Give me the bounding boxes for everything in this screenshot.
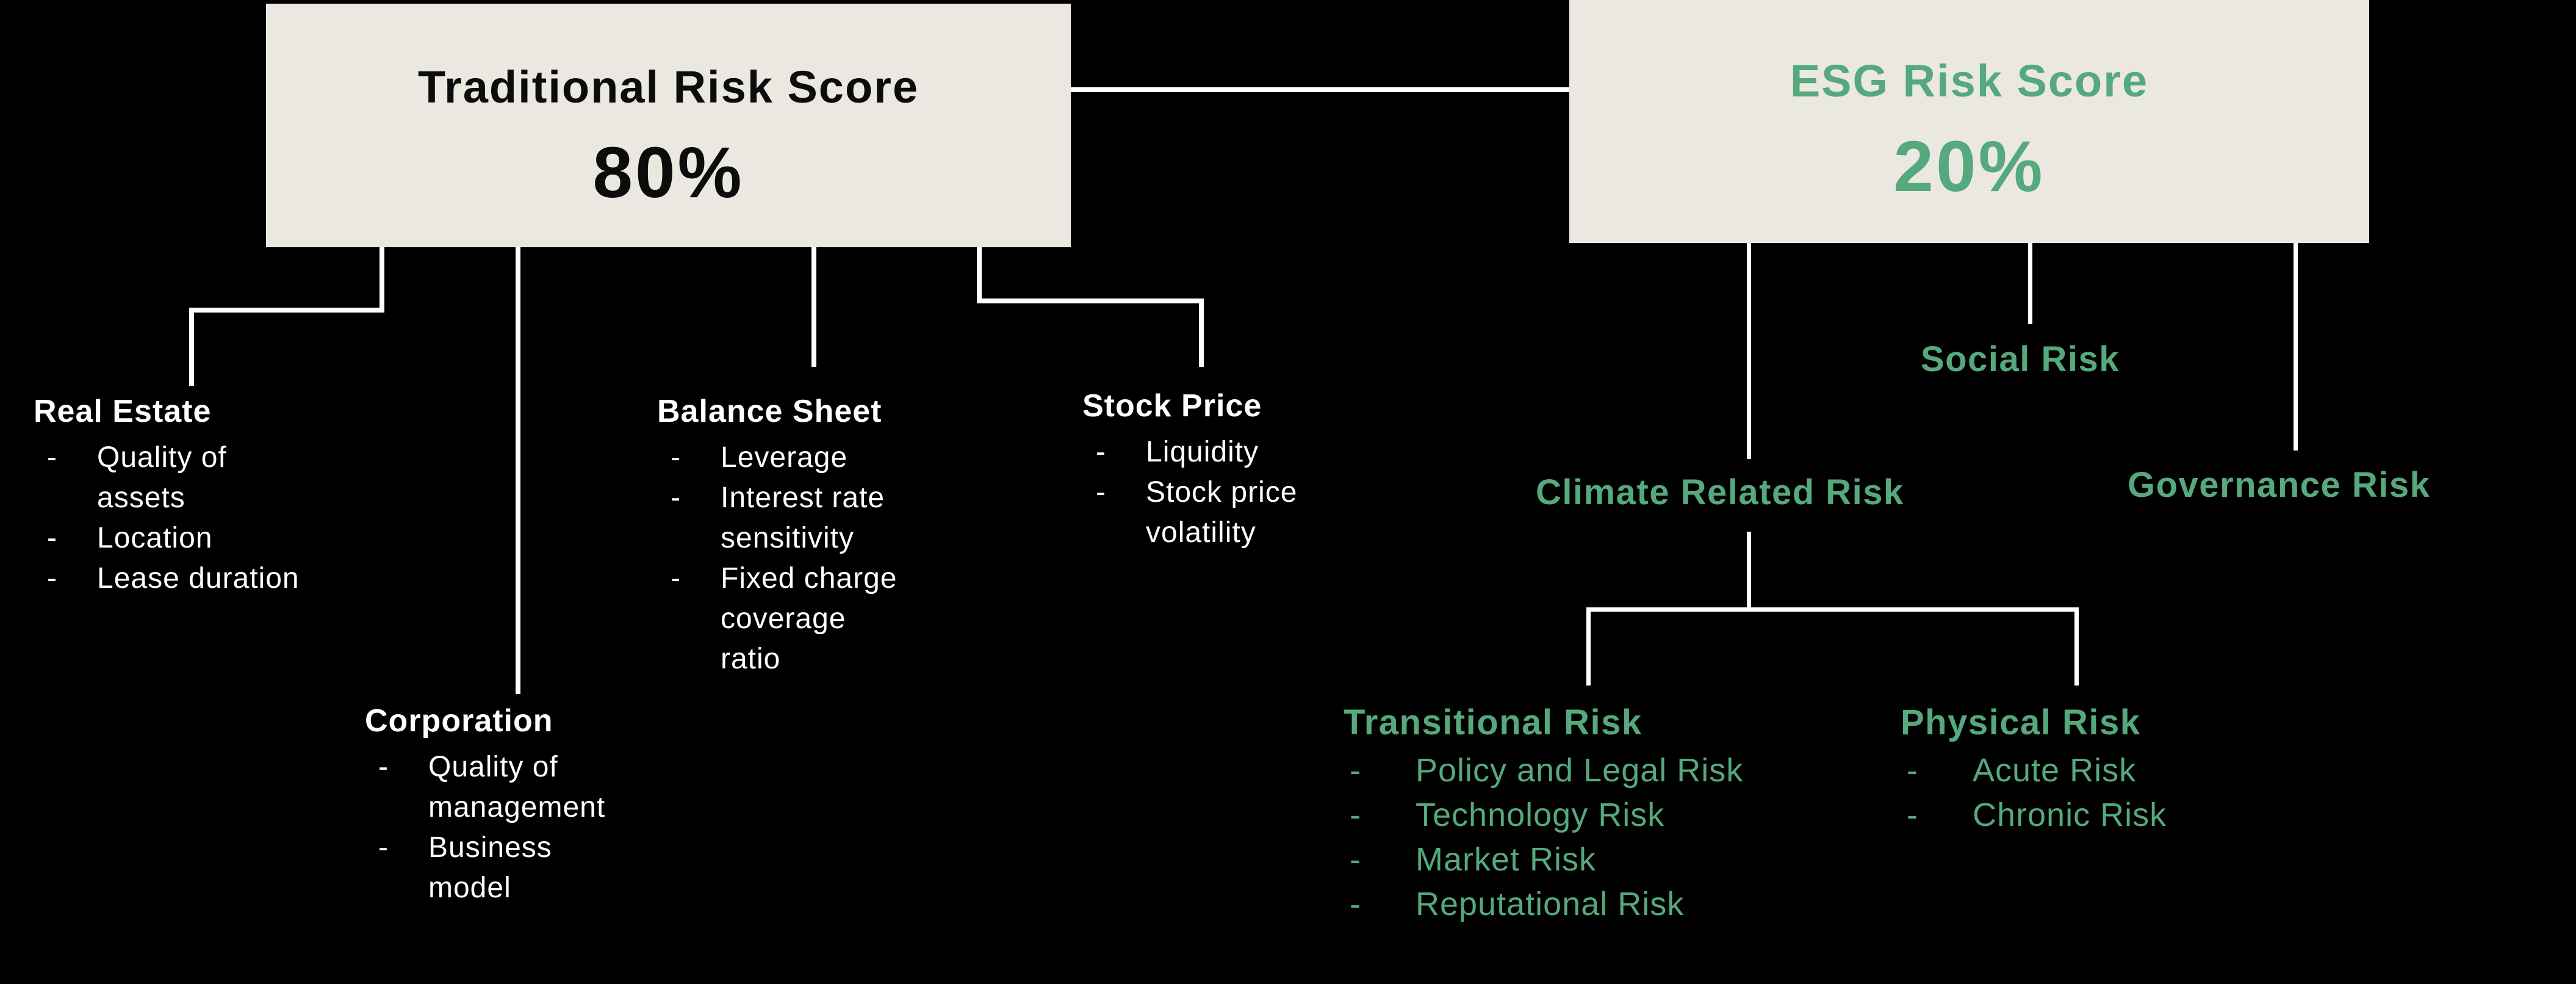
list-item: - Quality of assets <box>34 438 412 518</box>
corporation-heading: Corporation <box>365 703 553 739</box>
real-estate-group: Real Estate - Quality of assets - Locati… <box>34 394 412 599</box>
connector-real-estate-stem <box>189 308 194 386</box>
list-item: - Liquidity <box>1082 432 1473 472</box>
connector-balance-sheet-stem <box>811 247 816 367</box>
item-text: Reputational Risk <box>1416 886 1685 922</box>
item-text: Stock price volatility <box>1146 476 1298 549</box>
balance-sheet-items: - Leverage - Interest rate sensitivity -… <box>657 438 1060 679</box>
list-item: - Technology Risk <box>1344 793 1917 837</box>
dash-bullet: - <box>1907 797 1918 833</box>
list-item: - Business model <box>365 828 755 908</box>
dash-bullet: - <box>671 441 680 474</box>
item-text: Policy and Legal Risk <box>1416 752 1744 789</box>
connector-between-boxes <box>1071 87 1569 92</box>
list-item: - Fixed charge coverage ratio <box>657 559 1060 679</box>
item-text: Lease duration <box>97 562 300 595</box>
connector-corporation-stem <box>516 247 520 694</box>
list-item: - Chronic Risk <box>1901 793 2340 837</box>
connector-stock-price-elbow <box>977 298 1204 303</box>
stock-price-heading: Stock Price <box>1082 388 1262 424</box>
item-text: Chronic Risk <box>1973 797 2167 833</box>
transitional-risk-items: - Policy and Legal Risk - Technology Ris… <box>1344 748 1917 927</box>
list-item: - Location <box>34 518 412 559</box>
dash-bullet: - <box>47 441 57 474</box>
dash-bullet: - <box>1907 752 1918 789</box>
dash-bullet: - <box>671 482 680 514</box>
transitional-risk-group: Transitional Risk - Policy and Legal Ris… <box>1344 703 1917 927</box>
physical-risk-group: Physical Risk - Acute Risk - Chronic Ris… <box>1901 703 2340 837</box>
real-estate-heading: Real Estate <box>34 394 212 429</box>
list-item: - Market Risk <box>1344 837 1917 882</box>
corporation-group: Corporation - Quality of management - Bu… <box>365 703 755 908</box>
list-item: - Policy and Legal Risk <box>1344 748 1917 793</box>
connector-transitional-stem <box>1586 607 1591 686</box>
corporation-items: - Quality of management - Business model <box>365 747 755 908</box>
connector-climate-branch-bar <box>1586 607 2079 612</box>
dash-bullet: - <box>1350 841 1361 878</box>
dash-bullet: - <box>47 522 57 554</box>
dash-bullet: - <box>671 562 680 595</box>
connector-social-stem <box>2028 243 2032 324</box>
dash-bullet: - <box>1350 886 1361 922</box>
connector-stock-price-drop <box>977 247 982 303</box>
traditional-risk-box: Traditional Risk Score 80% <box>266 4 1071 247</box>
item-text: Quality of assets <box>97 441 227 514</box>
connector-real-estate-drop <box>380 247 384 311</box>
governance-risk-label: Governance Risk <box>2128 465 2431 505</box>
item-text: Quality of management <box>428 751 606 823</box>
item-text: Interest rate sensitivity <box>721 482 885 554</box>
item-text: Business model <box>428 831 552 904</box>
esg-risk-box: ESG Risk Score 20% <box>1569 0 2369 243</box>
dash-bullet: - <box>378 751 388 783</box>
climate-related-risk-label: Climate Related Risk <box>1536 472 1904 512</box>
traditional-risk-title: Traditional Risk Score <box>417 62 919 112</box>
balance-sheet-group: Balance Sheet - Leverage - Interest rate… <box>657 394 1060 679</box>
item-text: Location <box>97 522 213 554</box>
connector-real-estate-elbow <box>189 308 384 313</box>
transitional-risk-heading: Transitional Risk <box>1344 703 1642 742</box>
physical-risk-items: - Acute Risk - Chronic Risk <box>1901 748 2340 837</box>
list-item: - Reputational Risk <box>1344 882 1917 927</box>
connector-stock-price-stem <box>1199 298 1204 367</box>
esg-risk-value: 20% <box>1893 126 2045 207</box>
list-item: - Leverage <box>657 438 1060 478</box>
stock-price-items: - Liquidity - Stock price volatility <box>1082 432 1473 553</box>
social-risk-label: Social Risk <box>1921 339 2120 379</box>
dash-bullet: - <box>47 562 57 595</box>
list-item: - Lease duration <box>34 559 412 599</box>
connector-climate-lower-stem <box>1747 532 1751 609</box>
list-item: - Acute Risk <box>1901 748 2340 793</box>
dash-bullet: - <box>1350 752 1361 789</box>
item-text: Fixed charge coverage ratio <box>721 562 898 675</box>
list-item: - Stock price volatility <box>1082 472 1473 553</box>
connector-climate-stem <box>1747 243 1751 459</box>
item-text: Technology Risk <box>1416 797 1665 833</box>
item-text: Market Risk <box>1416 841 1597 878</box>
stock-price-group: Stock Price - Liquidity - Stock price vo… <box>1082 388 1473 553</box>
dash-bullet: - <box>1096 476 1106 508</box>
dash-bullet: - <box>1096 436 1106 468</box>
dash-bullet: - <box>378 831 388 864</box>
dash-bullet: - <box>1350 797 1361 833</box>
list-item: - Interest rate sensitivity <box>657 478 1060 559</box>
list-item: - Quality of management <box>365 747 755 828</box>
real-estate-items: - Quality of assets - Location - Lease d… <box>34 438 412 599</box>
connector-physical-stem <box>2074 607 2079 686</box>
item-text: Acute Risk <box>1973 752 2137 789</box>
item-text: Liquidity <box>1146 436 1259 468</box>
connector-governance-stem <box>2294 243 2298 450</box>
esg-risk-title: ESG Risk Score <box>1790 56 2149 106</box>
traditional-risk-value: 80% <box>592 132 744 213</box>
balance-sheet-heading: Balance Sheet <box>657 394 882 429</box>
physical-risk-heading: Physical Risk <box>1901 703 2141 742</box>
item-text: Leverage <box>721 441 848 474</box>
